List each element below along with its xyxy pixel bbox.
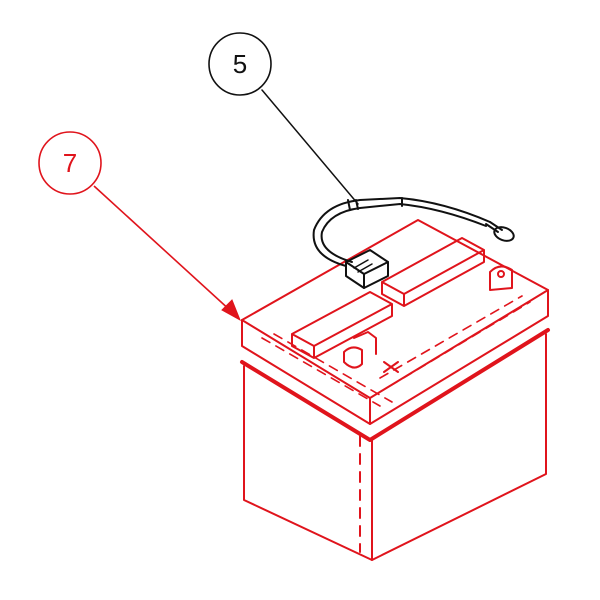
cable-ring-neck [485, 221, 503, 233]
callout-7-label: 7 [63, 148, 77, 178]
battery-lid-vent-lines [261, 295, 531, 407]
battery-lid-front [241, 319, 371, 425]
callout-5: 5 [208, 32, 359, 205]
battery-positive-terminal [489, 265, 513, 291]
battery-cable [312, 197, 515, 289]
callout-7-arrowhead [221, 299, 241, 322]
battery-negative-terminal [343, 331, 377, 369]
battery-case-side [371, 333, 547, 561]
cable-wire-lower [312, 197, 491, 267]
battery-lid-pad-right [381, 237, 485, 307]
battery-lid-pad-left [291, 291, 393, 359]
cable-terminal-boot-edges [345, 261, 389, 289]
battery [240, 219, 550, 561]
cable-terminal-boot [345, 249, 389, 289]
battery-lid-side [369, 289, 549, 425]
battery-band [240, 328, 550, 442]
callout-7-leader [93, 185, 233, 313]
battery-case-front [243, 365, 373, 561]
cable-terminal-boot-ribs [353, 259, 373, 273]
battery-lid-top [241, 219, 549, 399]
callout-5-circle [208, 32, 272, 96]
callout-5-label: 5 [233, 49, 247, 79]
battery-polarity-mark [383, 361, 399, 373]
callout-7-circle [38, 131, 102, 195]
cable-ring-terminal [493, 226, 515, 242]
callout-7: 7 [38, 131, 241, 322]
callout-5-leader [261, 89, 359, 205]
cable-wire-upper [320, 203, 487, 263]
